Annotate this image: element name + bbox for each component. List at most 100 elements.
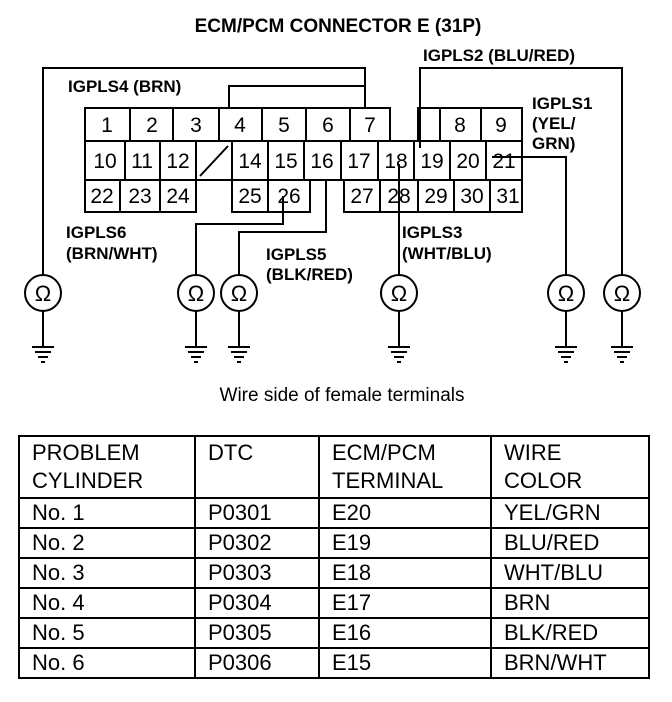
cell-dividers-row3	[119, 180, 491, 212]
wire-igpls2	[419, 67, 623, 274]
terminal-27: 27	[350, 185, 373, 208]
cell-cylinder: No. 5	[18, 617, 196, 649]
ohmmeter-igpls6-terminal	[177, 274, 215, 363]
label-igpls1-color-b: GRN)	[532, 134, 575, 153]
cell-wire-color: BLU/RED	[490, 527, 650, 559]
label-igpls5-name: IGPLS5	[266, 245, 326, 264]
header-dtc: DTC	[194, 435, 320, 499]
cell-wire-color: BRN/WHT	[490, 647, 650, 679]
cell-terminal: E17	[318, 587, 492, 619]
label-igpls1-name: IGPLS1	[532, 94, 592, 113]
terminal-31: 31	[496, 185, 519, 208]
terminal-25: 25	[238, 185, 261, 208]
terminal-19: 19	[420, 150, 443, 173]
cell-cylinder: No. 6	[18, 647, 196, 679]
table-row: No. 2 P0302 E19 BLU/RED	[18, 527, 650, 559]
terminal-17: 17	[347, 150, 370, 173]
ohmmeter-igpls5	[220, 274, 258, 363]
terminal-1: 1	[101, 114, 113, 137]
terminal-23: 23	[128, 185, 151, 208]
terminal-22: 22	[90, 185, 113, 208]
wire-igpls6-lead	[195, 196, 284, 274]
ohmmeter-igpls6	[24, 274, 62, 363]
ohmmeter-igpls1	[547, 274, 585, 363]
terminal-4: 4	[234, 114, 246, 137]
terminal-11: 11	[131, 150, 153, 173]
table-row: No. 1 P0301 E20 YEL/GRN	[18, 497, 650, 529]
terminal-26: 26	[277, 185, 300, 208]
terminal-2: 2	[146, 114, 158, 137]
table-row: No. 3 P0303 E18 WHT/BLU	[18, 557, 650, 589]
wire-igpls4	[228, 85, 366, 108]
cell-terminal: E19	[318, 527, 492, 559]
table-row: No. 5 P0305 E16 BLK/RED	[18, 617, 650, 649]
label-igpls6-name: IGPLS6	[66, 223, 126, 242]
terminal-12: 12	[166, 150, 189, 173]
cell-terminal: E16	[318, 617, 492, 649]
terminal-16: 16	[310, 150, 333, 173]
cell-dtc: P0303	[194, 557, 320, 589]
terminal-30: 30	[460, 185, 483, 208]
label-igpls3-name: IGPLS3	[402, 223, 462, 242]
cell-dtc: P0306	[194, 647, 320, 679]
label-igpls6-color: (BRN/WHT)	[66, 244, 158, 263]
terminal-18: 18	[384, 150, 407, 173]
terminal-9: 9	[495, 114, 507, 137]
ohm-symbol: Ω	[188, 281, 204, 306]
cell-cylinder: No. 3	[18, 557, 196, 589]
terminal-10: 10	[93, 150, 116, 173]
terminal-5: 5	[278, 114, 290, 137]
terminal-20: 20	[456, 150, 479, 173]
terminal-7: 7	[364, 114, 376, 137]
cell-dividers-row2	[124, 141, 487, 180]
ohmmeter-igpls3	[380, 274, 418, 363]
label-igpls3-color: (WHT/BLU)	[402, 244, 492, 263]
wire-igpls6	[42, 67, 366, 274]
label-igpls4: IGPLS4 (BRN)	[68, 77, 181, 96]
terminal-29: 29	[424, 185, 447, 208]
terminal-3: 3	[190, 114, 202, 137]
cell-cylinder: No. 1	[18, 497, 196, 529]
label-igpls1-color-a: (YEL/	[532, 114, 576, 133]
terminal-24: 24	[166, 185, 190, 208]
cell-wire-color: YEL/GRN	[490, 497, 650, 529]
cell-dtc: P0302	[194, 527, 320, 559]
ohm-symbol: Ω	[614, 281, 630, 306]
ohmmeter-igpls2	[603, 274, 641, 363]
cell-dtc: P0304	[194, 587, 320, 619]
cell-cylinder: No. 2	[18, 527, 196, 559]
ohm-symbol: Ω	[391, 281, 407, 306]
label-igpls5-color: (BLK/RED)	[266, 265, 353, 284]
terminal-6: 6	[322, 114, 334, 137]
table-row: No. 4 P0304 E17 BRN	[18, 587, 650, 619]
cell-wire-color: BRN	[490, 587, 650, 619]
cell-wire-color: BLK/RED	[490, 617, 650, 649]
ohm-symbol: Ω	[231, 281, 247, 306]
connector-diagram: ECM/PCM CONNECTOR E (31P) 1 2 3 4 5 6 7 …	[24, 16, 641, 406]
terminal-15: 15	[274, 150, 297, 173]
cell-terminal: E15	[318, 647, 492, 679]
wire-igpls1	[492, 156, 567, 274]
cell-dividers-row1	[129, 108, 482, 141]
ohm-symbol: Ω	[35, 281, 51, 306]
diagram-title: ECM/PCM CONNECTOR E (31P)	[195, 16, 482, 37]
wire-igpls5	[238, 180, 327, 274]
table-row: No. 6 P0306 E15 BRN/WHT	[18, 647, 650, 679]
cell-dtc: P0301	[194, 497, 320, 529]
cell-dtc: P0305	[194, 617, 320, 649]
cell-cylinder: No. 4	[18, 587, 196, 619]
cell-wire-color: WHT/BLU	[490, 557, 650, 589]
cell-terminal: E18	[318, 557, 492, 589]
label-igpls2: IGPLS2 (BLU/RED)	[423, 46, 575, 65]
diagram-caption: Wire side of female terminals	[220, 385, 465, 406]
terminal-21: 21	[492, 150, 515, 173]
cell-terminal: E20	[318, 497, 492, 529]
terminal-8: 8	[454, 114, 466, 137]
ohm-symbol: Ω	[558, 281, 574, 306]
blank-cavity-slash	[199, 145, 229, 177]
